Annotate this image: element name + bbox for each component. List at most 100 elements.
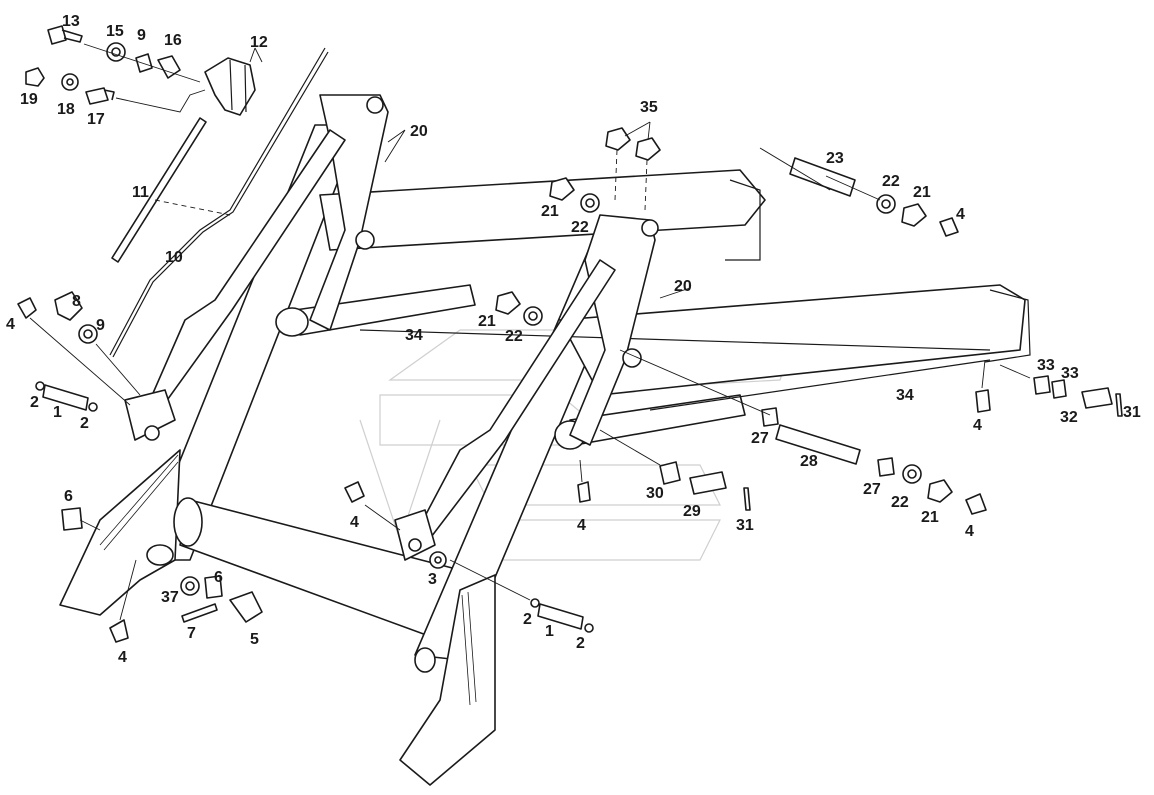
callout-4-center-left: 4 xyxy=(350,514,359,531)
bushing-30 xyxy=(659,461,681,485)
nut-35-a xyxy=(605,127,631,151)
grease-nipple-4-far-right xyxy=(975,389,991,413)
grease-nipple-4-right-low xyxy=(965,493,987,515)
axle-23 xyxy=(789,157,856,197)
callout-28: 28 xyxy=(800,453,818,470)
left-linkage-20 xyxy=(309,94,389,331)
callout-1-bottom: 1 xyxy=(545,623,554,640)
callout-34-right: 34 xyxy=(896,387,914,404)
loader-frame xyxy=(59,94,1031,786)
callout-16: 16 xyxy=(164,32,182,49)
callout-18: 18 xyxy=(57,101,75,118)
nut-21-c xyxy=(495,291,521,315)
callout-29: 29 xyxy=(683,503,701,520)
bolt-17 xyxy=(85,87,115,105)
callout-21-center-top: 21 xyxy=(541,203,559,220)
rod-11 xyxy=(111,117,207,263)
grease-nipple-4-center xyxy=(344,481,365,503)
bushing-27-a xyxy=(761,407,779,427)
bushing-6-left xyxy=(61,507,83,531)
pin-31-right xyxy=(1115,393,1123,417)
callout-32: 32 xyxy=(1060,409,1078,426)
bushing-33-a xyxy=(1033,375,1051,395)
pin-1-bottom xyxy=(537,603,584,630)
callout-4-bottom-right: 4 xyxy=(965,523,974,540)
grease-nipple-4-bottom-left xyxy=(109,619,129,643)
right-mount-plate xyxy=(399,574,496,786)
part-8 xyxy=(54,291,83,321)
callout-2-left-b: 2 xyxy=(80,415,89,432)
callout-13: 13 xyxy=(62,13,80,30)
callout-20-lower: 20 xyxy=(674,278,692,295)
callout-2-bottom-a: 2 xyxy=(523,611,532,628)
rod-10 xyxy=(109,47,326,356)
callout-6-left: 6 xyxy=(64,488,73,505)
nut-35-b xyxy=(635,137,661,161)
callout-10: 10 xyxy=(165,249,183,266)
callout-1-left: 1 xyxy=(53,404,62,421)
callout-21-right-top: 21 xyxy=(913,184,931,201)
clevis-29 xyxy=(689,471,727,495)
bolt-13 xyxy=(47,25,83,45)
nut-21-d xyxy=(927,479,953,503)
bushing-27-b xyxy=(877,457,895,477)
callout-6-bottom: 6 xyxy=(214,569,223,586)
grease-nipple-4-mid xyxy=(577,481,591,503)
callout-22-bottom-right: 22 xyxy=(891,494,909,511)
callout-30: 30 xyxy=(646,485,664,502)
left-mount-plate xyxy=(59,449,181,616)
handle-5 xyxy=(229,591,263,623)
callout-5: 5 xyxy=(250,631,259,648)
clevis-32 xyxy=(1081,387,1113,409)
clip-16 xyxy=(157,55,181,79)
callout-21-bottom-right: 21 xyxy=(921,509,939,526)
callout-19: 19 xyxy=(20,91,38,108)
callout-21-center: 21 xyxy=(478,313,496,330)
callout-9: 9 xyxy=(137,27,146,44)
callout-4-far-right: 4 xyxy=(973,417,982,434)
callout-8: 8 xyxy=(72,293,81,310)
bushing-33-b xyxy=(1051,379,1067,399)
pin-31-lower xyxy=(743,487,751,511)
callout-23: 23 xyxy=(826,150,844,167)
callout-4-left: 4 xyxy=(6,316,15,333)
leader-lines xyxy=(29,43,1031,621)
callout-27-b: 27 xyxy=(863,481,881,498)
nut-21-a xyxy=(549,177,575,201)
pin-1-left xyxy=(42,384,89,411)
callout-22-center-top: 22 xyxy=(571,219,589,236)
callout-15: 15 xyxy=(106,23,124,40)
callout-20-upper: 20 xyxy=(410,123,428,140)
callout-31-lower: 31 xyxy=(736,517,754,534)
bushing-6-bottom xyxy=(204,575,223,599)
callout-9-left: 9 xyxy=(96,317,105,334)
callout-4-bottom-left: 4 xyxy=(118,649,127,666)
axle-28 xyxy=(775,424,861,465)
grease-nipple-4-left xyxy=(17,297,37,319)
callout-11: 11 xyxy=(132,184,149,201)
nut-21-b xyxy=(901,203,927,227)
callout-33-b: 33 xyxy=(1061,365,1079,382)
callout-7: 7 xyxy=(187,625,196,642)
callout-12: 12 xyxy=(250,34,268,51)
callout-4-right-top: 4 xyxy=(956,206,965,223)
callout-2-left-a: 2 xyxy=(30,394,39,411)
bracket-12 xyxy=(204,57,256,116)
callout-33-a: 33 xyxy=(1037,357,1055,374)
callout-17: 17 xyxy=(87,111,105,128)
grease-nipple-4-right xyxy=(939,217,959,237)
pin-7 xyxy=(181,603,218,623)
callout-27-a: 27 xyxy=(751,430,769,447)
callout-3: 3 xyxy=(428,571,437,588)
callout-4-center: 4 xyxy=(577,517,586,534)
callout-22-right-top: 22 xyxy=(882,173,900,190)
nut-19 xyxy=(25,67,45,87)
callout-labels: 13 15 9 16 12 19 18 17 20 35 23 22 21 4 … xyxy=(6,13,1141,666)
callout-37: 37 xyxy=(161,589,179,606)
exploded-small-parts xyxy=(17,25,1123,643)
callout-34-left: 34 xyxy=(405,327,423,344)
callout-35: 35 xyxy=(640,99,658,116)
callout-22-center: 22 xyxy=(505,328,523,345)
callout-2-bottom-b: 2 xyxy=(576,635,585,652)
